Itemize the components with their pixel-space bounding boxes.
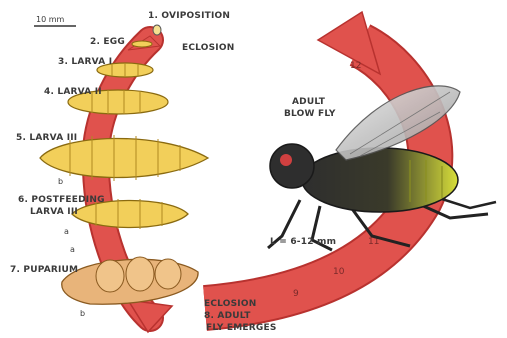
label-larva-1: 3. LARVA I: [58, 57, 112, 67]
arrow-number-10: 10: [333, 267, 345, 277]
label-eclosion-top: ECLOSION: [182, 43, 234, 53]
label-blowfly: BLOW FLY: [284, 109, 336, 119]
larva-3-marker-b: b: [58, 177, 63, 186]
scale-bar: 10 mm: [34, 15, 76, 26]
label-adult-stage: 8. ADULT: [204, 311, 251, 321]
arrow-number-9: 9: [293, 289, 299, 299]
label-fly-length: L = 6-12 mm: [270, 237, 336, 247]
label-larva-3: 5. LARVA III: [16, 133, 77, 143]
label-postfeeding-line2: LARVA III: [30, 207, 78, 217]
label-egg: 2. EGG: [90, 37, 125, 47]
label-eclosion-bottom: ECLOSION: [204, 299, 256, 309]
label-postfeeding-line1: 6. POSTFEEDING: [18, 195, 105, 205]
puparium-marker-b: b: [80, 309, 85, 318]
arrow-number-12: 12: [350, 61, 361, 71]
label-oviposition: 1. OVIPOSITION: [148, 11, 230, 21]
label-fly-emerges: FLY EMERGES: [206, 323, 277, 333]
label-adult: ADULT: [292, 97, 326, 107]
puparium-marker-a: a: [70, 245, 75, 254]
label-puparium: 7. PUPARIUM: [10, 265, 78, 275]
postfeeding-marker-a: a: [64, 227, 69, 236]
label-larva-2: 4. LARVA II: [44, 87, 102, 97]
scale-bar-label: 10 mm: [36, 15, 65, 24]
